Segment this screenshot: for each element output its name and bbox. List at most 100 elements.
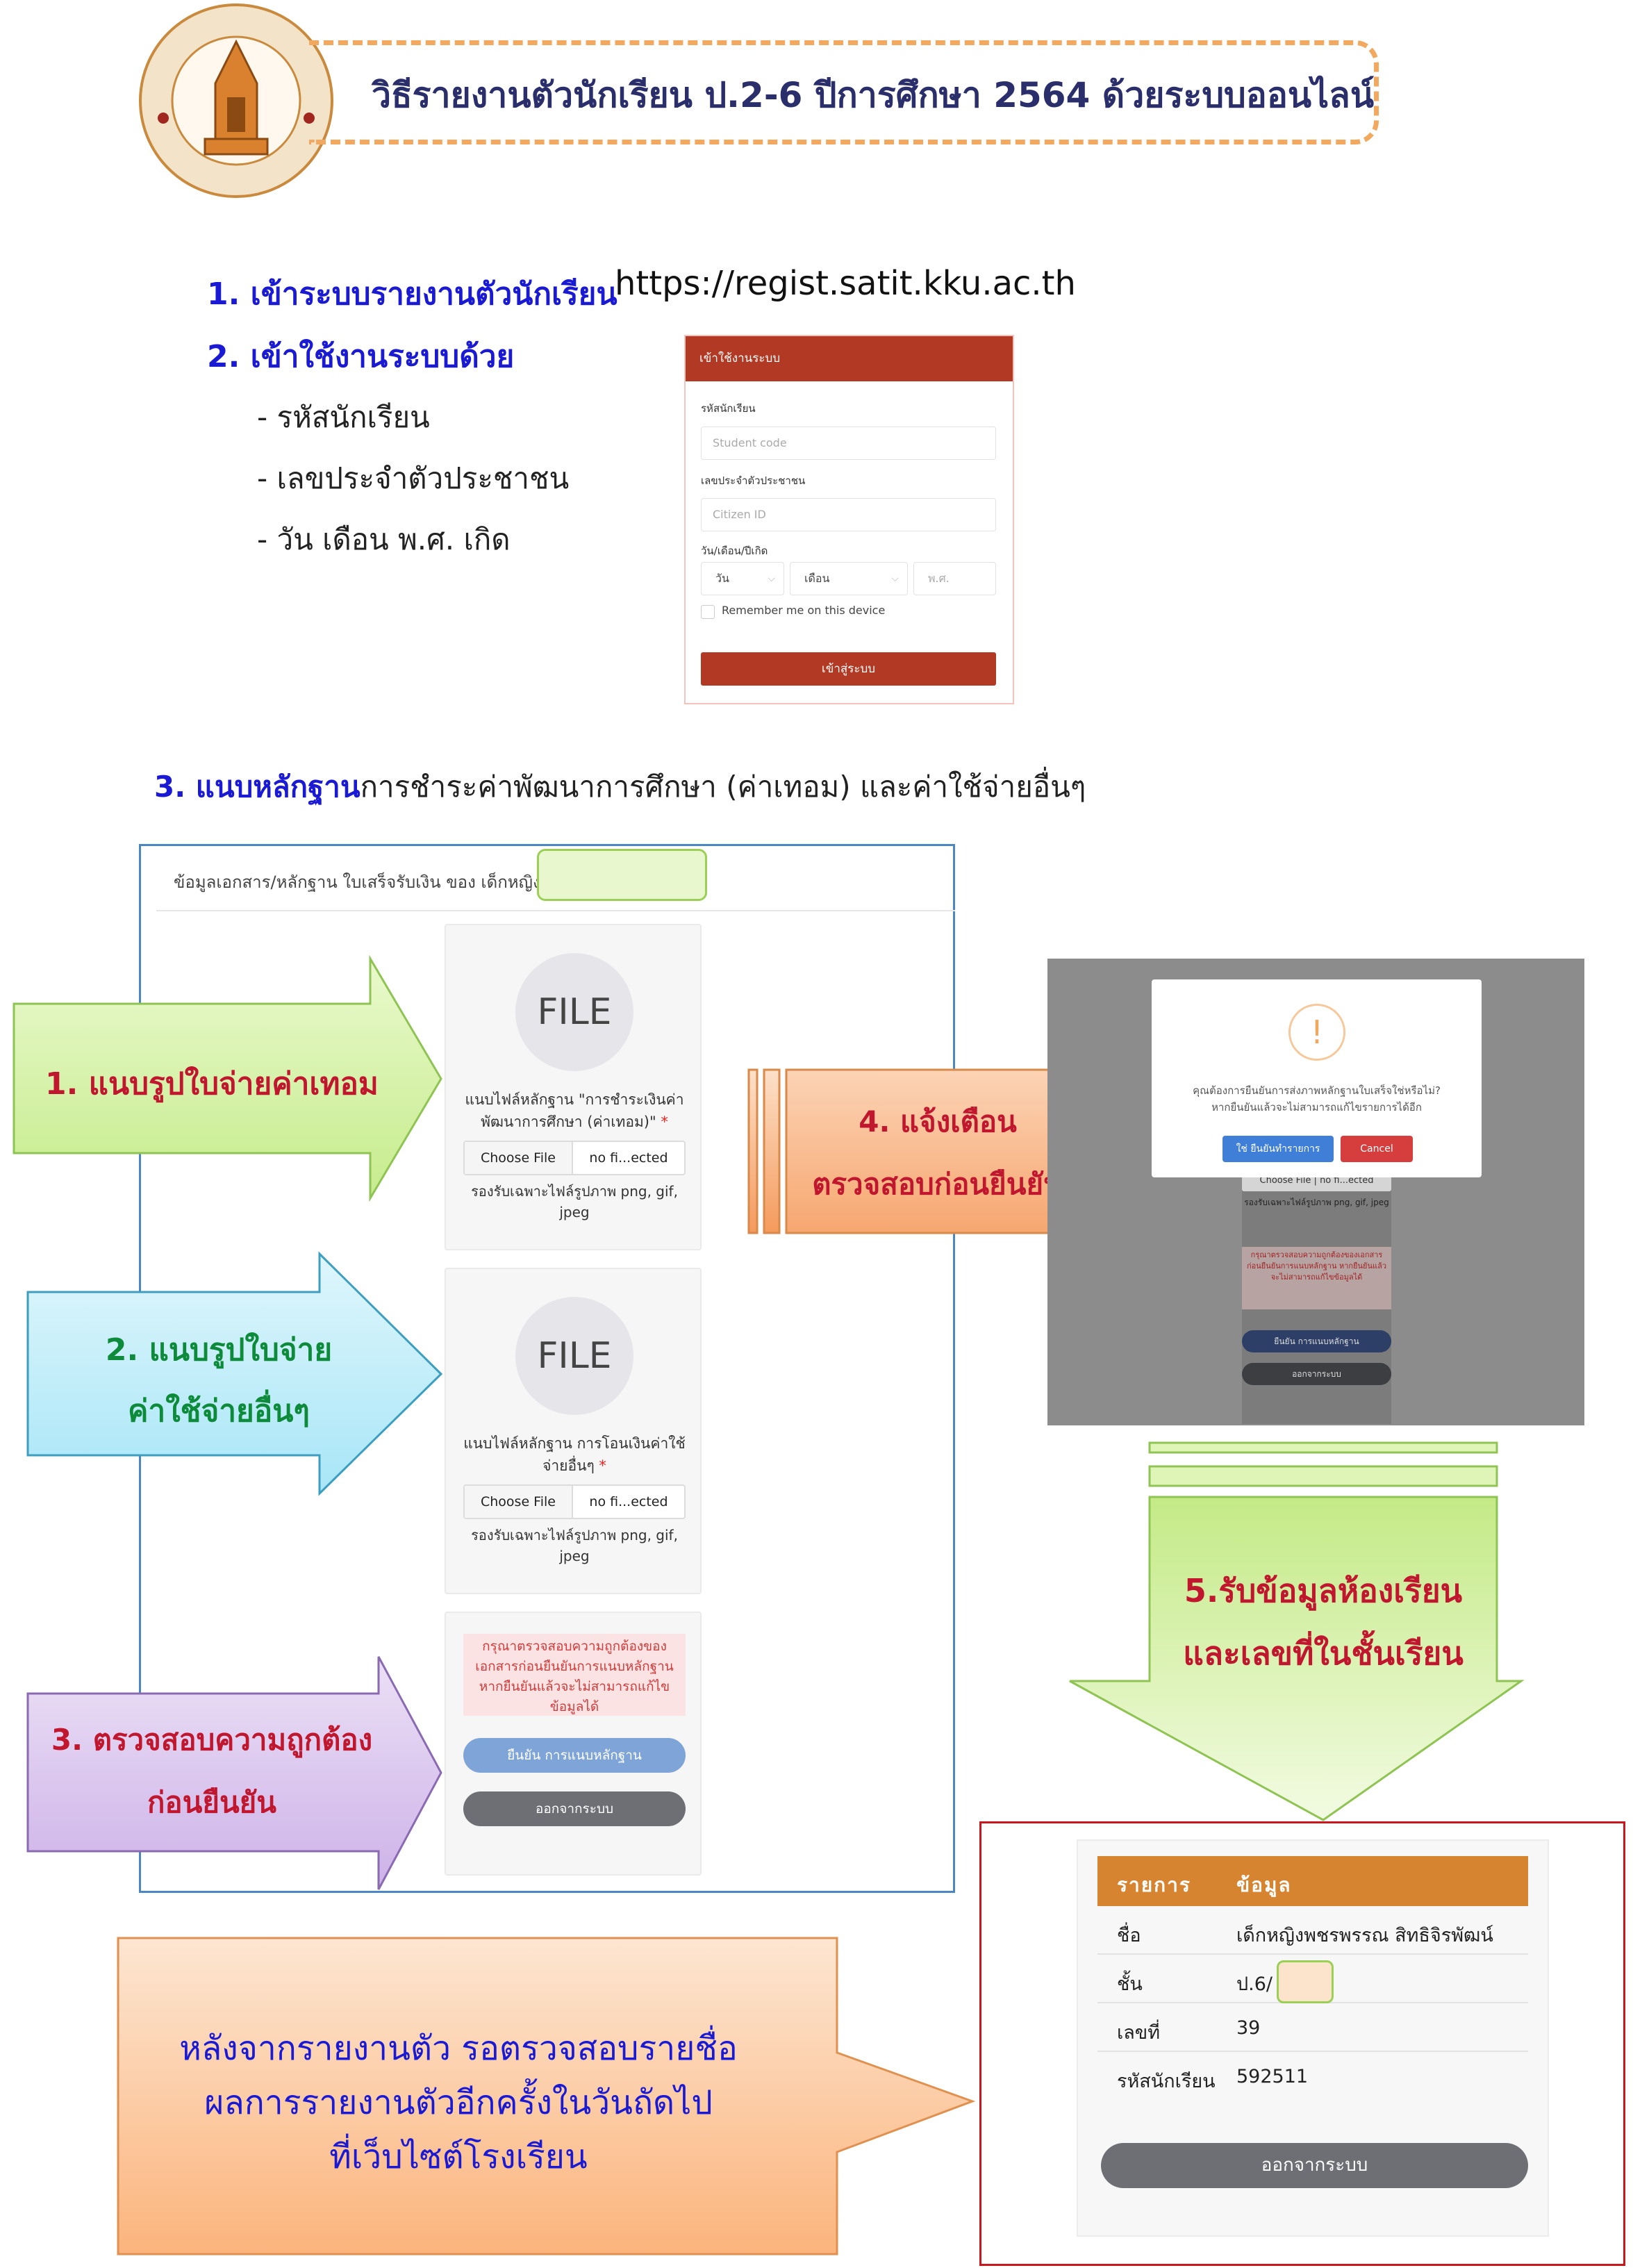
step2-item-citizen-id: - เลขประจำตัวประชาชน	[257, 461, 570, 495]
dob-label: วัน/เดือน/ปีเกิด	[701, 545, 768, 557]
callout-arrow-1	[13, 955, 442, 1202]
student-code-label: รหัสนักเรียน	[701, 402, 756, 415]
confirm-upload-button[interactable]: ยืนยัน การแนบหลักฐาน	[463, 1738, 686, 1773]
file-name-text: no fi...ected	[589, 1494, 668, 1509]
callout-5-text: 5.รับข้อมูลห้องเรียนและเลขที่ในชั้นเรียน	[1150, 1559, 1497, 1685]
callout-2-text: 2. แนบรูปใบจ่ายค่าใช้จ่ายอื่นๆ	[87, 1320, 351, 1442]
login-button[interactable]: เข้าสู่ระบบ	[701, 652, 996, 686]
dimmed-confirm-button: ยืนยัน การแนบหลักฐาน	[1242, 1330, 1391, 1352]
day-select-value: วัน	[715, 572, 729, 585]
choose-file-button[interactable]: Choose File	[465, 1486, 573, 1518]
result-frame	[979, 1821, 1625, 2266]
confirm-dialog-screenshot: Choose File | no fi...ected รองรับเฉพาะไ…	[1047, 959, 1584, 1425]
callout-5-line2: และเลขที่ในชั้นเรียน	[1183, 1634, 1464, 1672]
row-value: 39	[1236, 2017, 1261, 2039]
registration-url[interactable]: https://regist.satit.kku.ac.th	[615, 264, 1076, 303]
row-key: เลขที่	[1117, 2022, 1161, 2044]
file-input-other[interactable]: Choose File no fi...ected	[463, 1484, 686, 1519]
logout-button[interactable]: ออกจากระบบ	[463, 1791, 686, 1826]
chevron-down-icon: ⌵	[891, 573, 899, 584]
student-name-highlight	[537, 849, 707, 901]
citizen-id-label: เลขประจำตัวประชาชน	[701, 474, 806, 487]
row-key: รหัสนักเรียน	[1117, 2071, 1216, 2092]
dimmed-file-name: no fi...ected	[1320, 1175, 1374, 1186]
chevron-down-icon: ⌵	[768, 573, 775, 584]
dialog-ok-button[interactable]: ใช่ ยืนยันทำรายการ	[1222, 1136, 1334, 1162]
callout-3-line1: 3. ตรวจสอบความถูกต้อง	[51, 1723, 373, 1757]
note-line1: หลังจากรายงานตัว รอตรวจสอบรายชื่อ	[179, 2029, 738, 2068]
result-logout-button[interactable]: ออกจากระบบ	[1101, 2143, 1528, 2188]
table-row: รหัสนักเรียน 592511	[1097, 2052, 1528, 2099]
callout-4-line2: ตรวจสอบก่อนยืนยัน	[812, 1167, 1063, 1201]
dimmed-logout-button: ออกจากระบบ	[1242, 1363, 1391, 1385]
upload-card-other-expenses: FILE แนบไฟล์หลักฐาน การโอนเงินค่าใช้จ่าย…	[445, 1268, 702, 1594]
note-line2: ผลการรายงานตัวอีกครั้งในวันถัดไป	[204, 2083, 713, 2122]
file-type-note: รองรับเฉพาะไฟล์รูปภาพ png, gif, jpeg	[471, 1527, 678, 1564]
callout-5-line1: 5.รับข้อมูลห้องเรียน	[1184, 1572, 1463, 1609]
callout-arrow-2	[26, 1251, 443, 1496]
step3-text: 3. แนบหลักฐานการชำระค่าพัฒนาการศึกษา (ค่…	[154, 764, 1086, 810]
upload-card-tuition: FILE แนบไฟล์หลักฐาน "การชำระเงินค่าพัฒนา…	[445, 924, 702, 1250]
callout-4-text: 4. แจ้งเตือนตรวจสอบก่อนยืนยัน	[792, 1091, 1084, 1216]
login-form-header: เข้าใช้งานระบบ	[686, 336, 1013, 381]
required-mark: *	[599, 1457, 606, 1474]
remember-label: Remember me on this device	[722, 604, 886, 617]
dialog-message-line2: หากยืนยันแล้วจะไม่สามารถแก้ไขรายการได้อี…	[1211, 1101, 1422, 1114]
step2-item-birthdate: - วัน เดือน พ.ศ. เกิด	[257, 522, 511, 556]
dimmed-file-note: รองรับเฉพาะไฟล์รูปภาพ png, gif, jpeg	[1244, 1198, 1389, 1207]
confirm-card: กรุณาตรวจสอบความถูกต้องของเอกสารก่อนยืนย…	[445, 1612, 702, 1876]
upload-desc-tuition: แนบไฟล์หลักฐาน "การชำระเงินค่าพัฒนาการศึ…	[456, 1089, 693, 1133]
warning-message: กรุณาตรวจสอบความถูกต้องของเอกสารก่อนยืนย…	[463, 1634, 686, 1716]
dialog-cancel-button[interactable]: Cancel	[1341, 1136, 1413, 1162]
dimmed-warning: กรุณาตรวจสอบความถูกต้องของเอกสารก่อนยืนย…	[1242, 1247, 1391, 1309]
upload-desc-other: แนบไฟล์หลักฐาน การโอนเงินค่าใช้จ่ายอื่นๆ…	[456, 1432, 693, 1477]
citizen-id-input[interactable]: Citizen ID	[701, 498, 996, 531]
month-select[interactable]: เดือน⌵	[790, 562, 908, 595]
page-title: วิธีรายงานตัวนักเรียน ป.2-6 ปีการศึกษา 2…	[372, 75, 1374, 115]
row-value: เด็กหญิงพชรพรรณ สิทธิจิรพัฒน์	[1236, 1925, 1493, 1946]
table-row: ชื่อ เด็กหญิงพชรพรรณ สิทธิจิรพัฒน์	[1097, 1906, 1528, 1955]
row-value: 592511	[1236, 2066, 1309, 2087]
note-line3: ที่เว็บไซต์โรงเรียน	[329, 2137, 588, 2176]
day-select[interactable]: วัน ⌵	[701, 562, 784, 595]
login-form: เข้าใช้งานระบบ รหัสนักเรียน Student code…	[684, 335, 1014, 704]
dimmed-choose-file: Choose File	[1259, 1175, 1311, 1186]
dialog-message-line1: คุณต้องการยืนยันการส่งภาพหลักฐานใบเสร็จใ…	[1193, 1084, 1441, 1097]
note-text: หลังจากรายงานตัว รอตรวจสอบรายชื่อผลการรา…	[153, 2021, 764, 2184]
note-arrow-shape	[117, 1937, 976, 2255]
warning-icon: !	[1288, 1004, 1345, 1061]
file-icon: FILE	[515, 1297, 633, 1415]
title-frame	[309, 40, 1379, 144]
remember-checkbox[interactable]	[701, 605, 715, 619]
result-table-header: รายการ ข้อมูล	[1097, 1856, 1528, 1906]
year-input[interactable]: พ.ศ.	[913, 562, 996, 595]
callout-2-line1: 2. แนบรูปใบจ่าย	[105, 1332, 333, 1368]
callout-2-line2: ค่าใช้จ่ายอื่นๆ	[128, 1393, 310, 1429]
confirm-dialog: ! คุณต้องการยืนยันการส่งภาพหลักฐานใบเสร็…	[1152, 979, 1482, 1177]
callout-3-text: 3. ตรวจสอบความถูกต้องก่อนยืนยัน	[38, 1709, 386, 1834]
step2-item-student-code: - รหัสนักเรียน	[257, 400, 430, 434]
callout-4-line1: 4. แจ้งเตือน	[859, 1104, 1017, 1139]
step3-label: 3. แนบหลักฐาน	[154, 770, 360, 804]
callout-3-line2: ก่อนยืนยัน	[147, 1785, 276, 1819]
result-col-item: รายการ	[1117, 1873, 1191, 1896]
callout-arrow-3	[26, 1656, 442, 1890]
file-name-text: no fi...ected	[589, 1150, 668, 1166]
step3-description: การชำระค่าพัฒนาการศึกษา (ค่าเทอม) และค่า…	[360, 770, 1086, 804]
dialog-message: คุณต้องการยืนยันการส่งภาพหลักฐานใบเสร็จใ…	[1159, 1082, 1475, 1116]
file-input-tuition[interactable]: Choose File no fi...ected	[463, 1141, 686, 1175]
class-room-highlight	[1277, 1960, 1334, 2003]
row-key: ชื่อ	[1117, 1925, 1141, 1946]
file-type-note: รองรับเฉพาะไฟล์รูปภาพ png, gif, jpeg	[471, 1183, 678, 1220]
upload-desc-other-text: แนบไฟล์หลักฐาน การโอนเงินค่าใช้จ่ายอื่นๆ	[463, 1435, 686, 1474]
required-mark: *	[661, 1114, 668, 1130]
row-key: ชั้น	[1117, 1973, 1143, 1995]
dimmed-form: Choose File | no fi...ected รองรับเฉพาะไ…	[1242, 1167, 1391, 1424]
file-icon: FILE	[515, 953, 633, 1071]
result-col-data: ข้อมูล	[1236, 1873, 1292, 1896]
choose-file-button[interactable]: Choose File	[465, 1142, 573, 1174]
student-code-input[interactable]: Student code	[701, 427, 996, 460]
table-row: เลขที่ 39	[1097, 2003, 1528, 2052]
upload-desc-tuition-text: แนบไฟล์หลักฐาน "การชำระเงินค่าพัฒนาการศึ…	[465, 1091, 684, 1130]
row-value: ป.6/	[1236, 1973, 1273, 1995]
